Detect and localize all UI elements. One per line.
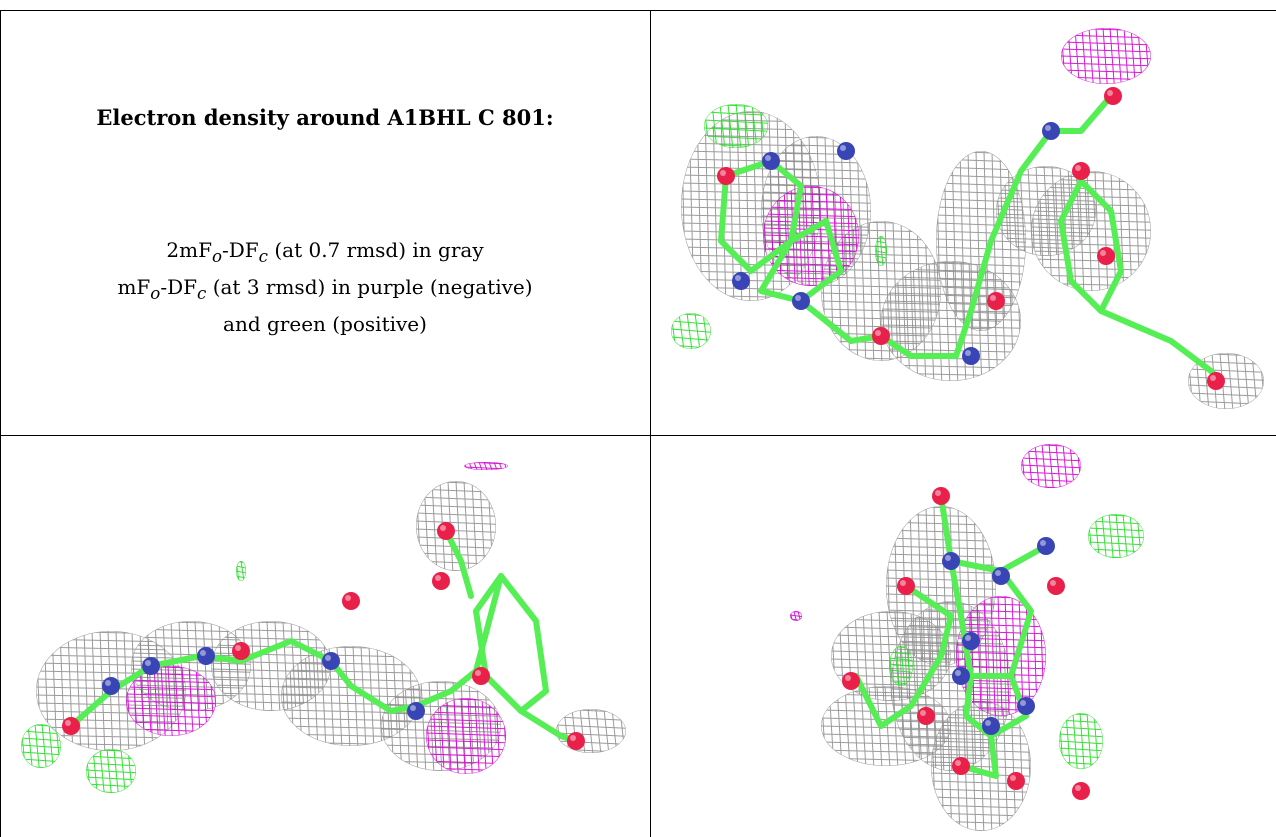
side-chain-bonds [938, 493, 954, 564]
backbone-bonds [853, 583, 954, 729]
nitrogen-atom [142, 657, 160, 675]
nitrogen-atom [407, 702, 425, 720]
oxygen-atom [567, 732, 585, 750]
nitrogen-atom [1017, 697, 1035, 715]
oxygen-atom [232, 642, 250, 660]
nitrogen-atom [942, 552, 960, 570]
density-mesh-negative [1061, 28, 1151, 84]
view-bottom-right [651, 436, 1276, 837]
oxygen-atom [897, 577, 915, 595]
density-mesh-negative [1021, 444, 1081, 488]
nitrogen-atom [102, 677, 120, 695]
oxygen-atom [932, 487, 950, 505]
nitrogen-atom [197, 647, 215, 665]
density-mesh-2fofc [281, 646, 421, 746]
nitrogen-atom [837, 142, 855, 160]
density-mesh-positive [1059, 713, 1103, 769]
density-view-bottom-left [21, 462, 626, 793]
nitrogen-atom [322, 652, 340, 670]
oxygen-atom [1047, 577, 1065, 595]
caption-title: Electron density around A1BHL C 801: [96, 105, 554, 130]
oxygen-atom [1072, 162, 1090, 180]
oxygen-atom [1104, 87, 1122, 105]
oxygen-atom [342, 592, 360, 610]
oxygen-atom [952, 757, 970, 775]
nitrogen-atom [792, 292, 810, 310]
nitrogen-atom [732, 272, 750, 290]
oxygen-atom [1007, 772, 1025, 790]
nitrogen-atom [992, 567, 1010, 585]
oxygen-atom [472, 667, 490, 685]
nitrogen-atom [962, 632, 980, 650]
legend-line-2fofc: 2mFo-DFc (at 0.7 rmsd) in gray [166, 238, 484, 266]
density-mesh-positive [21, 724, 61, 768]
nitrogen-atom [1037, 537, 1055, 555]
oxygen-atom [842, 672, 860, 690]
density-view-top-right [671, 28, 1264, 409]
oxygen-atom [872, 327, 890, 345]
legend-line-colors: and green (positive) [223, 312, 427, 336]
nitrogen-atom [952, 667, 970, 685]
nitrogen-atom [762, 152, 780, 170]
oxygen-atom [62, 717, 80, 735]
legend-line-fofc: mFo-DFc (at 3 rmsd) in purple (negative) [117, 275, 533, 303]
side-chain-bonds [1098, 308, 1224, 384]
view-bottom-left [1, 436, 650, 837]
density-mesh-2fofc [556, 709, 626, 753]
imidazole-ring [758, 218, 844, 304]
density-mesh-2fofc [211, 621, 331, 711]
oxygen-atom [1072, 782, 1090, 800]
nitrogen-atom [1042, 122, 1060, 140]
density-mesh-negative [790, 611, 802, 621]
density-mesh-positive [236, 561, 246, 581]
caption-legend: 2mFo-DFc (at 0.7 rmsd) in gray mFo-DFc (… [0, 235, 650, 339]
oxygen-atom [1097, 247, 1115, 265]
view-top-right [651, 11, 1276, 435]
caption-cell: Electron density around A1BHL C 801: 2mF… [0, 10, 650, 435]
table-divider-vertical [650, 10, 651, 837]
backbone-bonds [798, 93, 1114, 359]
oxygen-atom [717, 167, 735, 185]
density-mesh-positive [671, 313, 711, 349]
density-view-bottom-right [790, 444, 1144, 831]
table-divider-horizontal [0, 435, 1276, 436]
density-mesh-positive [86, 749, 136, 793]
density-mesh-positive [704, 104, 768, 148]
phenyl-ring [473, 573, 549, 714]
side-chain-bonds [443, 528, 474, 599]
oxygen-atom [987, 292, 1005, 310]
backbone-bonds [958, 733, 999, 779]
density-mesh-negative [464, 462, 508, 470]
nitrogen-atom [982, 717, 1000, 735]
table-border-top [0, 10, 1276, 11]
oxygen-atom [917, 707, 935, 725]
density-mesh-positive [1088, 514, 1144, 558]
imidazole-ring [963, 673, 1029, 739]
oxygen-atom [1207, 372, 1225, 390]
table-border-left [0, 10, 1, 837]
oxygen-atom [432, 572, 450, 590]
nitrogen-atom [962, 347, 980, 365]
oxygen-atom [437, 522, 455, 540]
